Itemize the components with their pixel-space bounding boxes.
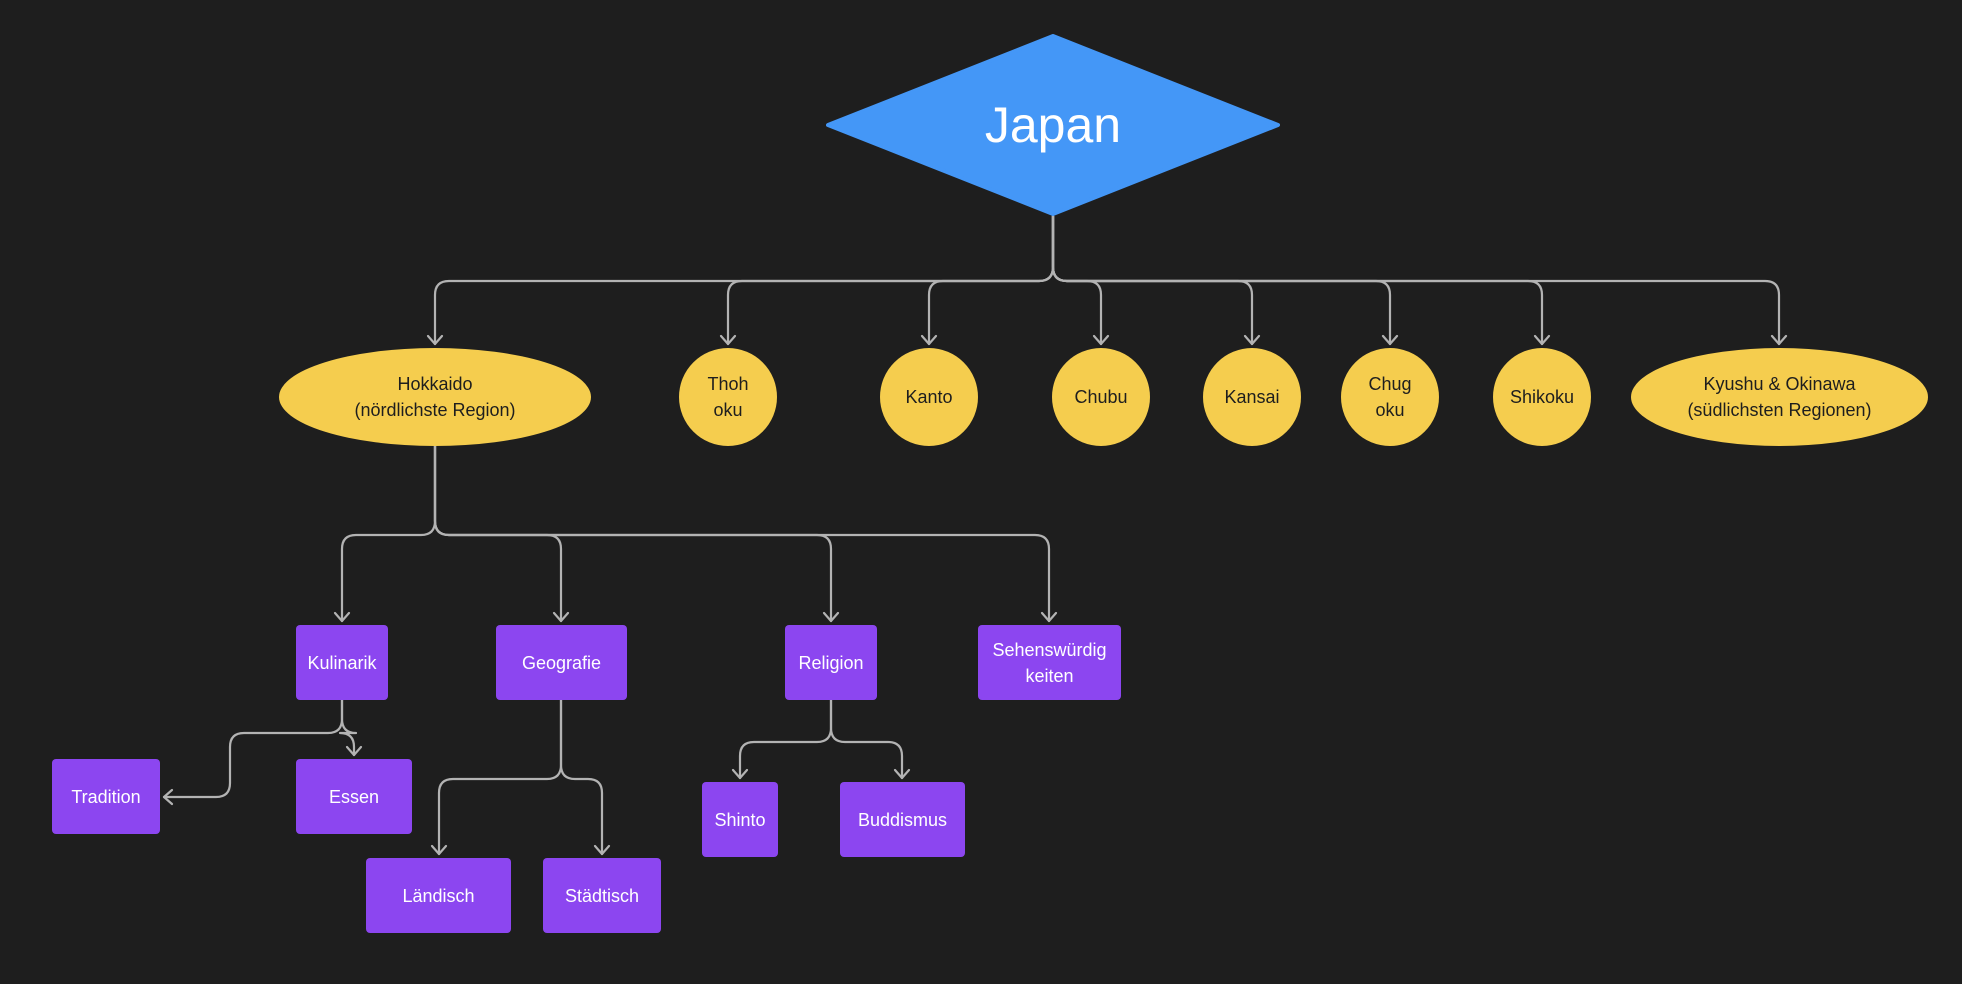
connector-japan-to-kansai-arrow [1243,334,1261,346]
topic-node-religion[interactable]: Religion [785,625,877,700]
connector-hokkaido-to-sehenswuerdigkeiten-arrow [1040,611,1058,623]
connector-hokkaido-to-religion [433,444,833,623]
region-label: Kansai [1224,387,1280,407]
subtopic-node-laendisch[interactable]: Ländisch [366,858,511,933]
subtopic-node-tradition[interactable]: Tradition [52,759,160,834]
connector-kulinarik-to-essen [338,698,358,757]
subtopic-label: Essen [328,786,380,807]
region-label: Thoh oku [707,374,749,420]
connector-kulinarik-to-tradition [162,698,344,799]
subtopic-label: Städtisch [564,885,640,906]
topic-label: Sehenswürdig keiten [992,639,1107,686]
region-label: Chubu [1074,387,1128,407]
topic-label: Religion [798,652,864,673]
connector-japan-to-chugoku-arrow [1381,334,1399,346]
subtopic-node-essen[interactable]: Essen [296,759,412,834]
topic-node-sehenswuerdigkeiten[interactable]: Sehenswürdig keiten [978,625,1121,700]
connector-japan-to-kyushu [1051,214,1781,346]
subtopic-node-buddismus[interactable]: Buddismus [840,782,965,857]
connector-hokkaido-to-geografie-arrow [552,611,570,623]
region-label: Chug oku [1368,374,1412,420]
root-label: Japan [984,97,1122,153]
region-label: Hokkaido (nördlichste Region) [354,374,516,420]
region-node-chugoku[interactable]: Chug oku [1341,348,1439,446]
connector-hokkaido-to-sehenswuerdigkeiten [433,444,1051,623]
subtopic-label: Buddismus [857,809,948,830]
connector-japan-to-kanto-arrow [920,334,938,346]
connector-hokkaido-to-kulinarik-arrow [333,611,351,623]
connector-geografie-to-staedtisch-arrow [593,844,611,856]
region-node-hokkaido[interactable]: Hokkaido (nördlichste Region) [279,348,591,446]
subtopic-label: Ländisch [402,885,475,906]
connector-japan-to-kanto [927,214,1055,346]
subtopic-label: Tradition [71,786,141,807]
connector-geografie-to-laendisch-arrow [430,844,448,856]
topic-label: Geografie [521,652,602,673]
region-node-kansai[interactable]: Kansai [1203,348,1301,446]
subtopic-label: Shinto [714,809,766,830]
connector-religion-to-buddismus-arrow [893,768,911,780]
connector-religion-to-shinto-arrow [731,768,749,780]
connector-geografie-to-laendisch [437,698,563,856]
connector-hokkaido-to-religion-arrow [822,611,840,623]
region-node-shikoku[interactable]: Shikoku [1493,348,1591,446]
region-label: Kyushu & Okinawa (südlichsten Regionen) [1687,374,1872,420]
root-node-japan[interactable]: Japan [826,34,1280,216]
connector-kulinarik-to-essen-arrow [345,745,363,757]
connector-geografie-to-staedtisch [559,698,604,856]
connector-hokkaido-to-geografie [433,444,563,623]
connector-japan-to-thohoku-arrow [719,334,737,346]
connector-japan-to-kyushu-arrow [1770,334,1788,346]
connector-hokkaido-to-kulinarik [340,444,437,623]
region-label: Shikoku [1509,387,1575,407]
subtopic-node-staedtisch[interactable]: Städtisch [543,858,661,933]
topic-node-kulinarik[interactable]: Kulinarik [296,625,388,700]
region-label: Kanto [905,387,953,407]
connector-japan-to-chubu-arrow [1092,334,1110,346]
region-node-kanto[interactable]: Kanto [880,348,978,446]
connector-japan-to-hokkaido-arrow [426,334,444,346]
connector-kulinarik-to-tradition-arrow [162,788,174,806]
diamond-shape [826,34,1280,216]
topic-node-geografie[interactable]: Geografie [496,625,627,700]
topic-label: Kulinarik [307,652,377,673]
region-node-thohoku[interactable]: Thoh oku [679,348,777,446]
subtopic-node-shinto[interactable]: Shinto [702,782,778,857]
connector-religion-to-buddismus [829,698,904,780]
connector-japan-to-shikoku-arrow [1533,334,1551,346]
region-node-chubu[interactable]: Chubu [1052,348,1150,446]
connector-religion-to-shinto [738,698,833,780]
region-node-kyushu-okinawa[interactable]: Kyushu & Okinawa (südlichsten Regionen) [1631,348,1928,446]
